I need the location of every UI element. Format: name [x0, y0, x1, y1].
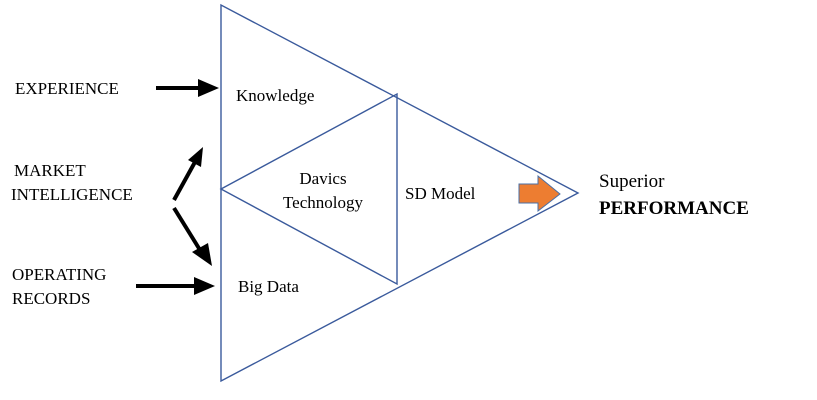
output-label-line1: Superior [599, 171, 665, 192]
knowledge-label: Knowledge [236, 86, 314, 105]
sd-model-label: SD Model [405, 184, 476, 203]
operating-label-line1: OPERATING [12, 265, 106, 284]
output-arrow [518, 174, 561, 213]
market-intelligence-down-arrow [172, 206, 212, 266]
output-label-line2: PERFORMANCE [599, 198, 749, 219]
inner-triangle [219, 92, 398, 286]
market-label-line1: MARKET [14, 161, 86, 180]
market-intelligence-up-arrow [172, 147, 203, 201]
operating-label-line2: RECORDS [12, 289, 90, 308]
market-label-line2: INTELLIGENCE [11, 185, 133, 204]
big-data-label: Big Data [238, 277, 299, 296]
operating-records-arrow [136, 277, 215, 295]
davics-label-line1: Davics [299, 169, 346, 188]
experience-arrow [156, 79, 219, 97]
experience-label: EXPERIENCE [15, 79, 119, 98]
outer-triangle [220, 3, 580, 383]
davics-label-line2: Technology [283, 193, 364, 212]
